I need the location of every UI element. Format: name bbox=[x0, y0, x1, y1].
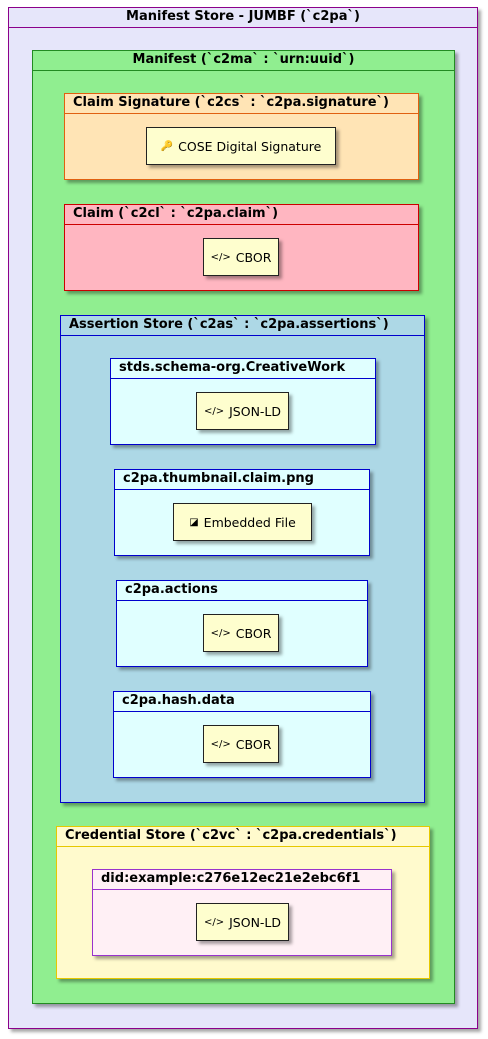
assertion-node: </> CBOR bbox=[203, 725, 279, 763]
cose-signature-label: COSE Digital Signature bbox=[178, 138, 322, 154]
code-icon: </> bbox=[210, 627, 231, 639]
manifest-store-title: Manifest Store - JUMBF (`c2pa`) bbox=[9, 8, 477, 28]
code-icon: </> bbox=[203, 405, 225, 417]
assertion-node-label: Embedded File bbox=[203, 514, 296, 530]
assertion-node: ◪ Embedded File bbox=[173, 503, 312, 541]
assertion-title: c2pa.hash.data bbox=[114, 692, 370, 712]
assertion-node: </> CBOR bbox=[203, 614, 279, 652]
code-icon: </> bbox=[203, 916, 225, 928]
assertion-node-label: JSON-LD bbox=[229, 403, 282, 419]
credential-node: </> JSON-LD bbox=[196, 903, 289, 941]
claim-cbor-node: </> CBOR bbox=[203, 238, 279, 276]
assertion-node-label: CBOR bbox=[235, 736, 272, 752]
image-icon: ◪ bbox=[189, 516, 199, 528]
assertion-node-label: CBOR bbox=[235, 625, 272, 641]
assertion-title: c2pa.thumbnail.claim.png bbox=[115, 470, 369, 490]
claim-title: Claim (`c2cl` : `c2pa.claim`) bbox=[65, 205, 418, 225]
manifest-title: Manifest (`c2ma` : `urn:uuid`) bbox=[33, 51, 454, 71]
assertion-node: </> JSON-LD bbox=[196, 392, 289, 430]
code-icon: </> bbox=[210, 251, 231, 263]
credential-node-label: JSON-LD bbox=[229, 914, 282, 930]
credential-title: did:example:c276e12ec21e2ebc6f1 bbox=[93, 870, 391, 890]
assertion-title: c2pa.actions bbox=[117, 581, 367, 601]
credential-store-title: Credential Store (`c2vc` : `c2pa.credent… bbox=[57, 827, 429, 847]
assertion-title: stds.schema-org.CreativeWork bbox=[111, 359, 375, 379]
cose-signature-node: 🔑 COSE Digital Signature bbox=[146, 127, 336, 165]
assertion-store-title: Assertion Store (`c2as` : `c2pa.assertio… bbox=[61, 316, 424, 336]
claim-signature-title: Claim Signature (`c2cs` : `c2pa.signatur… bbox=[65, 94, 418, 114]
claim-signature-box: Claim Signature (`c2cs` : `c2pa.signatur… bbox=[64, 93, 419, 180]
claim-cbor-label: CBOR bbox=[235, 249, 272, 265]
key-icon: 🔑 bbox=[160, 140, 174, 152]
code-icon: </> bbox=[210, 738, 231, 750]
